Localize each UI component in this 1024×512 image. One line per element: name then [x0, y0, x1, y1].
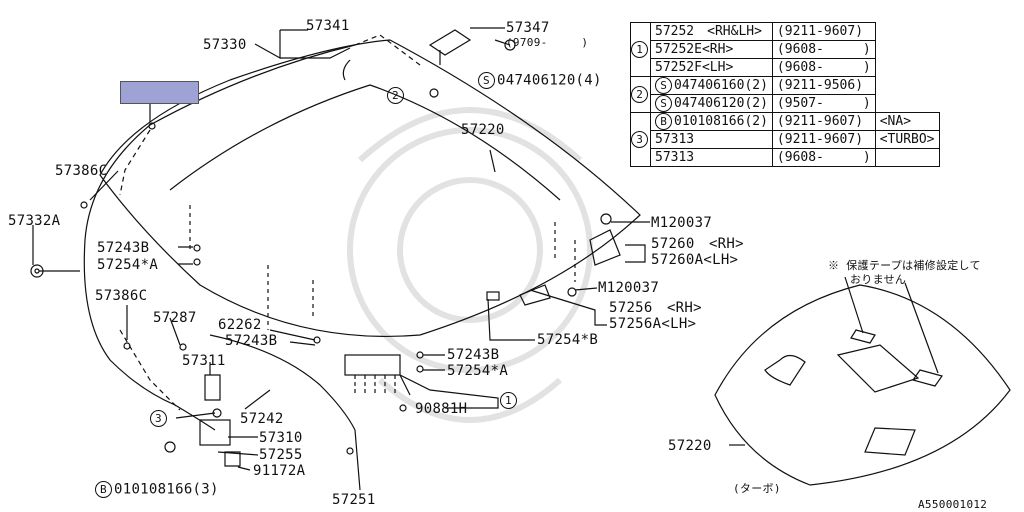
hinge-bracket — [428, 29, 472, 56]
label-90881h[interactable]: 90881H — [415, 401, 468, 417]
group-marker: 1 — [630, 22, 651, 77]
label-57254a-b[interactable]: 57254*A — [447, 363, 509, 379]
label-57243b-c[interactable]: 57243B — [447, 347, 500, 363]
support-rod — [209, 334, 356, 431]
label-57254b[interactable]: 57254*B — [537, 332, 599, 348]
table-row[interactable]: 57252F<LH> (9608- ) — [631, 58, 940, 77]
parts-variant-table: 1 57252 <RH&LH> (9211-9607) 57252E<RH> (9608… — [630, 22, 940, 167]
marker-3: 3 — [150, 410, 169, 427]
marker-1: 1 — [500, 392, 519, 409]
label-57287[interactable]: 57287 — [153, 310, 197, 326]
label-57256a[interactable]: 57256A<LH> — [609, 316, 697, 332]
label-m120037-b[interactable]: M120037 — [598, 280, 660, 296]
part-cell: 57313 — [650, 148, 773, 167]
part-number: 57252E<RH> — [655, 41, 734, 57]
front-seal-strip — [344, 354, 401, 376]
label-57256[interactable]: 57256 <RH> — [609, 300, 702, 316]
marker-2: 2 — [387, 87, 406, 104]
label-57243b-b[interactable]: 57243B — [225, 333, 278, 349]
table-row[interactable]: 1 57252 <RH&LH> (9211-9607) — [630, 22, 940, 77]
label-57347[interactable]: 57347 — [506, 20, 550, 36]
label-57386c-a[interactable]: 57386C — [55, 163, 108, 179]
label-57251[interactable]: 57251 — [332, 492, 376, 508]
group-marker-circle: 1 — [631, 41, 648, 58]
label-57341[interactable]: 57341 — [306, 18, 350, 34]
group-marker: 3 — [630, 112, 651, 167]
label-62262[interactable]: 62262 — [218, 317, 262, 333]
date-cell: (9211-9607) — [771, 130, 876, 149]
label-57220-top[interactable]: 57220 — [461, 122, 505, 138]
turbo-hood-outline — [714, 284, 1011, 486]
group-marker-circle: 3 — [631, 131, 648, 148]
label-57310[interactable]: 57310 — [259, 430, 303, 446]
label-57220-turbo[interactable]: 57220 — [668, 438, 712, 454]
label-57332a[interactable]: 57332A — [8, 213, 61, 229]
release-cable — [83, 124, 216, 431]
highlighted-part-box[interactable] — [120, 81, 199, 104]
part-number: 57313 — [655, 149, 695, 165]
part-number: 57252F<LH> — [655, 59, 734, 75]
date-cell: (9211-9607) — [771, 22, 876, 41]
label-57347-date: (9709- ) — [506, 36, 589, 49]
label-57386c-b[interactable]: 57386C — [95, 288, 148, 304]
label-m120037-a[interactable]: M120037 — [651, 215, 713, 231]
s-circle-icon: S — [478, 72, 495, 89]
table-row[interactable]: 57252E<RH> (9608- ) — [631, 40, 940, 59]
prefix-circle-icon: B — [655, 113, 672, 130]
label-57243b-a[interactable]: 57243B — [97, 240, 150, 256]
b-circle-icon: B — [95, 481, 112, 498]
group-marker-circle: 2 — [631, 86, 648, 103]
part-number: 57252 <RH&LH> — [655, 23, 762, 39]
label-57254a-a[interactable]: 57254*A — [97, 257, 159, 273]
prefix-circle-icon: S — [655, 95, 672, 112]
group-marker: 2 — [630, 76, 651, 113]
part-cell: 57313 — [650, 130, 773, 149]
label-57330[interactable]: 57330 — [203, 37, 247, 53]
diagram-code: A550001012 — [918, 498, 988, 511]
parts-variant-table-body: 1 57252 <RH&LH> (9211-9607) 57252E<RH> (9608… — [630, 22, 940, 167]
label-57260[interactable]: 57260 <RH> — [651, 236, 744, 252]
label-57242[interactable]: 57242 — [240, 411, 284, 427]
hood-inner-line — [169, 84, 561, 201]
date-cell: (9507- ) — [771, 94, 876, 113]
date-cell: (9608- ) — [771, 58, 876, 77]
hood-panel-outline — [99, 39, 641, 338]
label-57255[interactable]: 57255 — [259, 447, 303, 463]
table-row[interactable]: 57313 (9211-9607)<TURBO> — [631, 130, 940, 149]
prefix-circle-icon: S — [655, 77, 672, 94]
note-cell: <NA> — [874, 112, 940, 131]
date-cell: (9608- ) — [771, 40, 876, 59]
part-number: 047406160(2) — [674, 78, 768, 93]
note-cell: <TURBO> — [874, 130, 940, 149]
turbo-caption: (ターボ) — [733, 482, 781, 495]
watermark-emblem — [347, 107, 593, 423]
date-cell: (9608- ) — [771, 148, 876, 167]
part-cell: 57252E<RH> — [650, 40, 773, 59]
note-cell — [874, 148, 940, 167]
note-line-2: おりません — [850, 273, 907, 286]
table-row[interactable]: 57313 (9608- ) — [631, 148, 940, 167]
note-line-1: ※ 保護テープは補修設定して — [828, 259, 981, 272]
part-number: 047406120(2) — [674, 96, 768, 111]
label-57311[interactable]: 57311 — [182, 353, 226, 369]
part-number: 010108166(2) — [674, 114, 768, 129]
part-number: 57313 — [655, 131, 695, 147]
date-cell: (9211-9607) — [771, 112, 876, 131]
part-cell: 57252 <RH&LH> — [650, 22, 773, 41]
date-cell: (9211-9506) — [771, 76, 876, 95]
label-91172a[interactable]: 91172A — [253, 463, 306, 479]
part-cell: 57252F<LH> — [650, 58, 773, 77]
label-57260a[interactable]: 57260A<LH> — [651, 252, 739, 268]
latch-base — [199, 419, 231, 446]
